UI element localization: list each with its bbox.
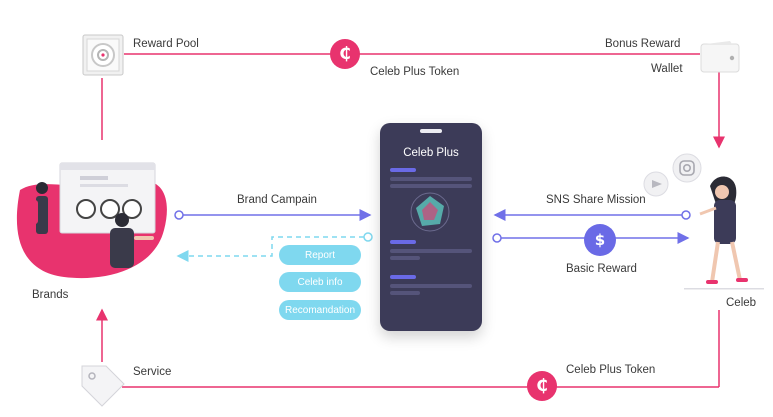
report-pill: Report <box>279 245 361 265</box>
reward-pool-label: Reward Pool <box>133 38 199 50</box>
recomandation-pill: Recomandation <box>279 300 361 320</box>
tag-icon <box>78 362 128 410</box>
wallet-icon <box>700 40 740 74</box>
phone-bar <box>390 168 416 172</box>
dollar-coin-icon: $ <box>584 224 616 256</box>
celeb-plus-phone: Celeb Plus <box>380 123 482 331</box>
phone-title: Celeb Plus <box>403 147 459 159</box>
phone-notch <box>420 129 442 133</box>
phone-bar <box>390 291 420 295</box>
basic-reward-start-dot <box>492 233 502 243</box>
wallet-label: Wallet <box>651 63 683 75</box>
celeb-token-icon: ₵ <box>527 371 557 401</box>
brands-illustration <box>14 160 172 282</box>
celeb-plus-token-top-label: Celeb Plus Token <box>370 66 460 78</box>
celeb-info-pill: Celeb info <box>279 272 361 292</box>
celeb-illustration <box>640 152 768 292</box>
radar-chart-icon <box>400 190 460 234</box>
report-start-dot <box>363 232 373 242</box>
bonus-reward-label: Bonus Reward <box>605 38 681 50</box>
sns-share-mission-label: SNS Share Mission <box>546 194 646 206</box>
service-label: Service <box>133 366 172 378</box>
phone-bar <box>390 284 472 288</box>
safe-icon <box>82 34 124 76</box>
brand-campain-start-dot <box>174 210 184 220</box>
brands-label: Brands <box>32 289 69 301</box>
phone-bar <box>390 249 472 253</box>
phone-bar <box>390 177 472 181</box>
celeb-label: Celeb <box>726 297 757 309</box>
celeb-plus-token-bottom-label: Celeb Plus Token <box>566 364 656 376</box>
celeb-token-icon: ₵ <box>330 39 360 69</box>
phone-bar <box>390 275 416 279</box>
report-dashed-line <box>176 236 364 262</box>
phone-bar <box>390 184 472 188</box>
brand-campain-label: Brand Campain <box>237 194 317 206</box>
phone-bar <box>390 256 420 260</box>
basic-reward-label: Basic Reward <box>566 263 637 275</box>
phone-bar <box>390 240 416 244</box>
